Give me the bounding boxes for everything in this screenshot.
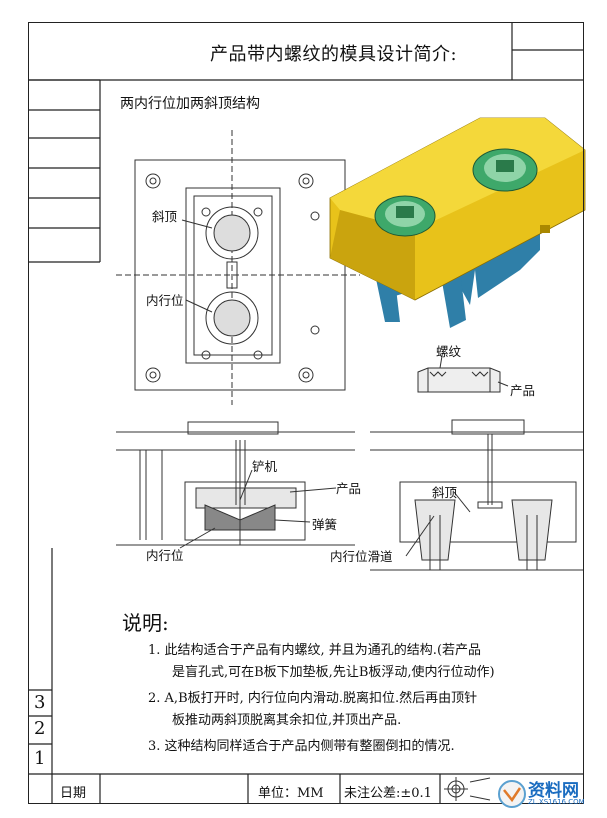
label-neixingwei-huadao: 内行位滑道: [330, 549, 393, 564]
left-title-strip: [28, 22, 584, 804]
note-number: 2.: [148, 691, 161, 706]
note-number: 3.: [148, 739, 161, 754]
section-view-right: [370, 419, 584, 571]
watermark-text: 资料网: [528, 781, 579, 801]
revision-row-2: 2: [34, 718, 46, 739]
note-line: 此结构适合于产品有内螺纹, 并且为通孔的结构.(若产品: [164, 643, 482, 658]
label-neixingwei-section: 内行位: [146, 548, 184, 563]
note-line: 这种结构同样适合于产品内侧带有整圈倒扣的情况.: [164, 739, 455, 754]
label-luowen: 螺纹: [436, 344, 462, 359]
plan-view-drawing: [116, 130, 360, 405]
note-item: 2. A,B板打开时, 内行位向内滑动.脱离扣位.然后再由顶针: [148, 688, 477, 709]
isometric-mold-render: [329, 117, 586, 328]
label-chanji: 铲机: [252, 459, 278, 474]
label-xieding: 斜顶: [152, 209, 178, 224]
label-neixingwei: 内行位: [146, 293, 184, 308]
product-thread-detail: [417, 355, 509, 393]
sheet-border: [28, 22, 584, 804]
watermark-emblem-icon: [498, 780, 526, 808]
revision-row-3: 3: [34, 692, 46, 713]
footer-tolerance-label: 未注公差:±0.1: [344, 786, 432, 801]
note-line-continued: 板推动两斜顶脱离其余扣位,并顶出产品.: [172, 713, 402, 728]
note-number: 1.: [148, 643, 161, 658]
revision-row-1: 1: [34, 748, 46, 769]
watermark-logo: 资料网 ZL.XS1616.COM: [494, 774, 604, 814]
notes-heading: 说明:: [122, 611, 169, 635]
section-subtitle: 两内行位加两斜顶结构: [120, 96, 260, 112]
label-xieding-section: 斜顶: [432, 485, 458, 500]
page-title: 产品带内螺纹的模具设计简介:: [210, 44, 458, 65]
note-item: 3. 这种结构同样适合于产品内侧带有整圈倒扣的情况.: [148, 736, 455, 757]
section-view-left: [116, 421, 355, 549]
note-item: 1. 此结构适合于产品有内螺纹, 并且为通孔的结构.(若产品: [148, 640, 481, 661]
projection-symbol-icon: [444, 777, 491, 801]
note-line: A,B板打开时, 内行位向内滑动.脱离扣位.然后再由顶针: [164, 691, 478, 706]
note-line-continued: 是盲孔式,可在B板下加垫板,先让B板浮动,使内行位动作): [172, 665, 495, 680]
label-chanpin-section: 产品: [336, 481, 362, 496]
watermark-url: ZL.XS1616.COM: [528, 798, 585, 806]
footer-unit-label: 单位：MM: [258, 786, 324, 801]
label-tanhuang: 弹簧: [312, 517, 338, 532]
footer-date-label: 日期: [60, 786, 87, 801]
label-chanpin: 产品: [510, 383, 536, 398]
